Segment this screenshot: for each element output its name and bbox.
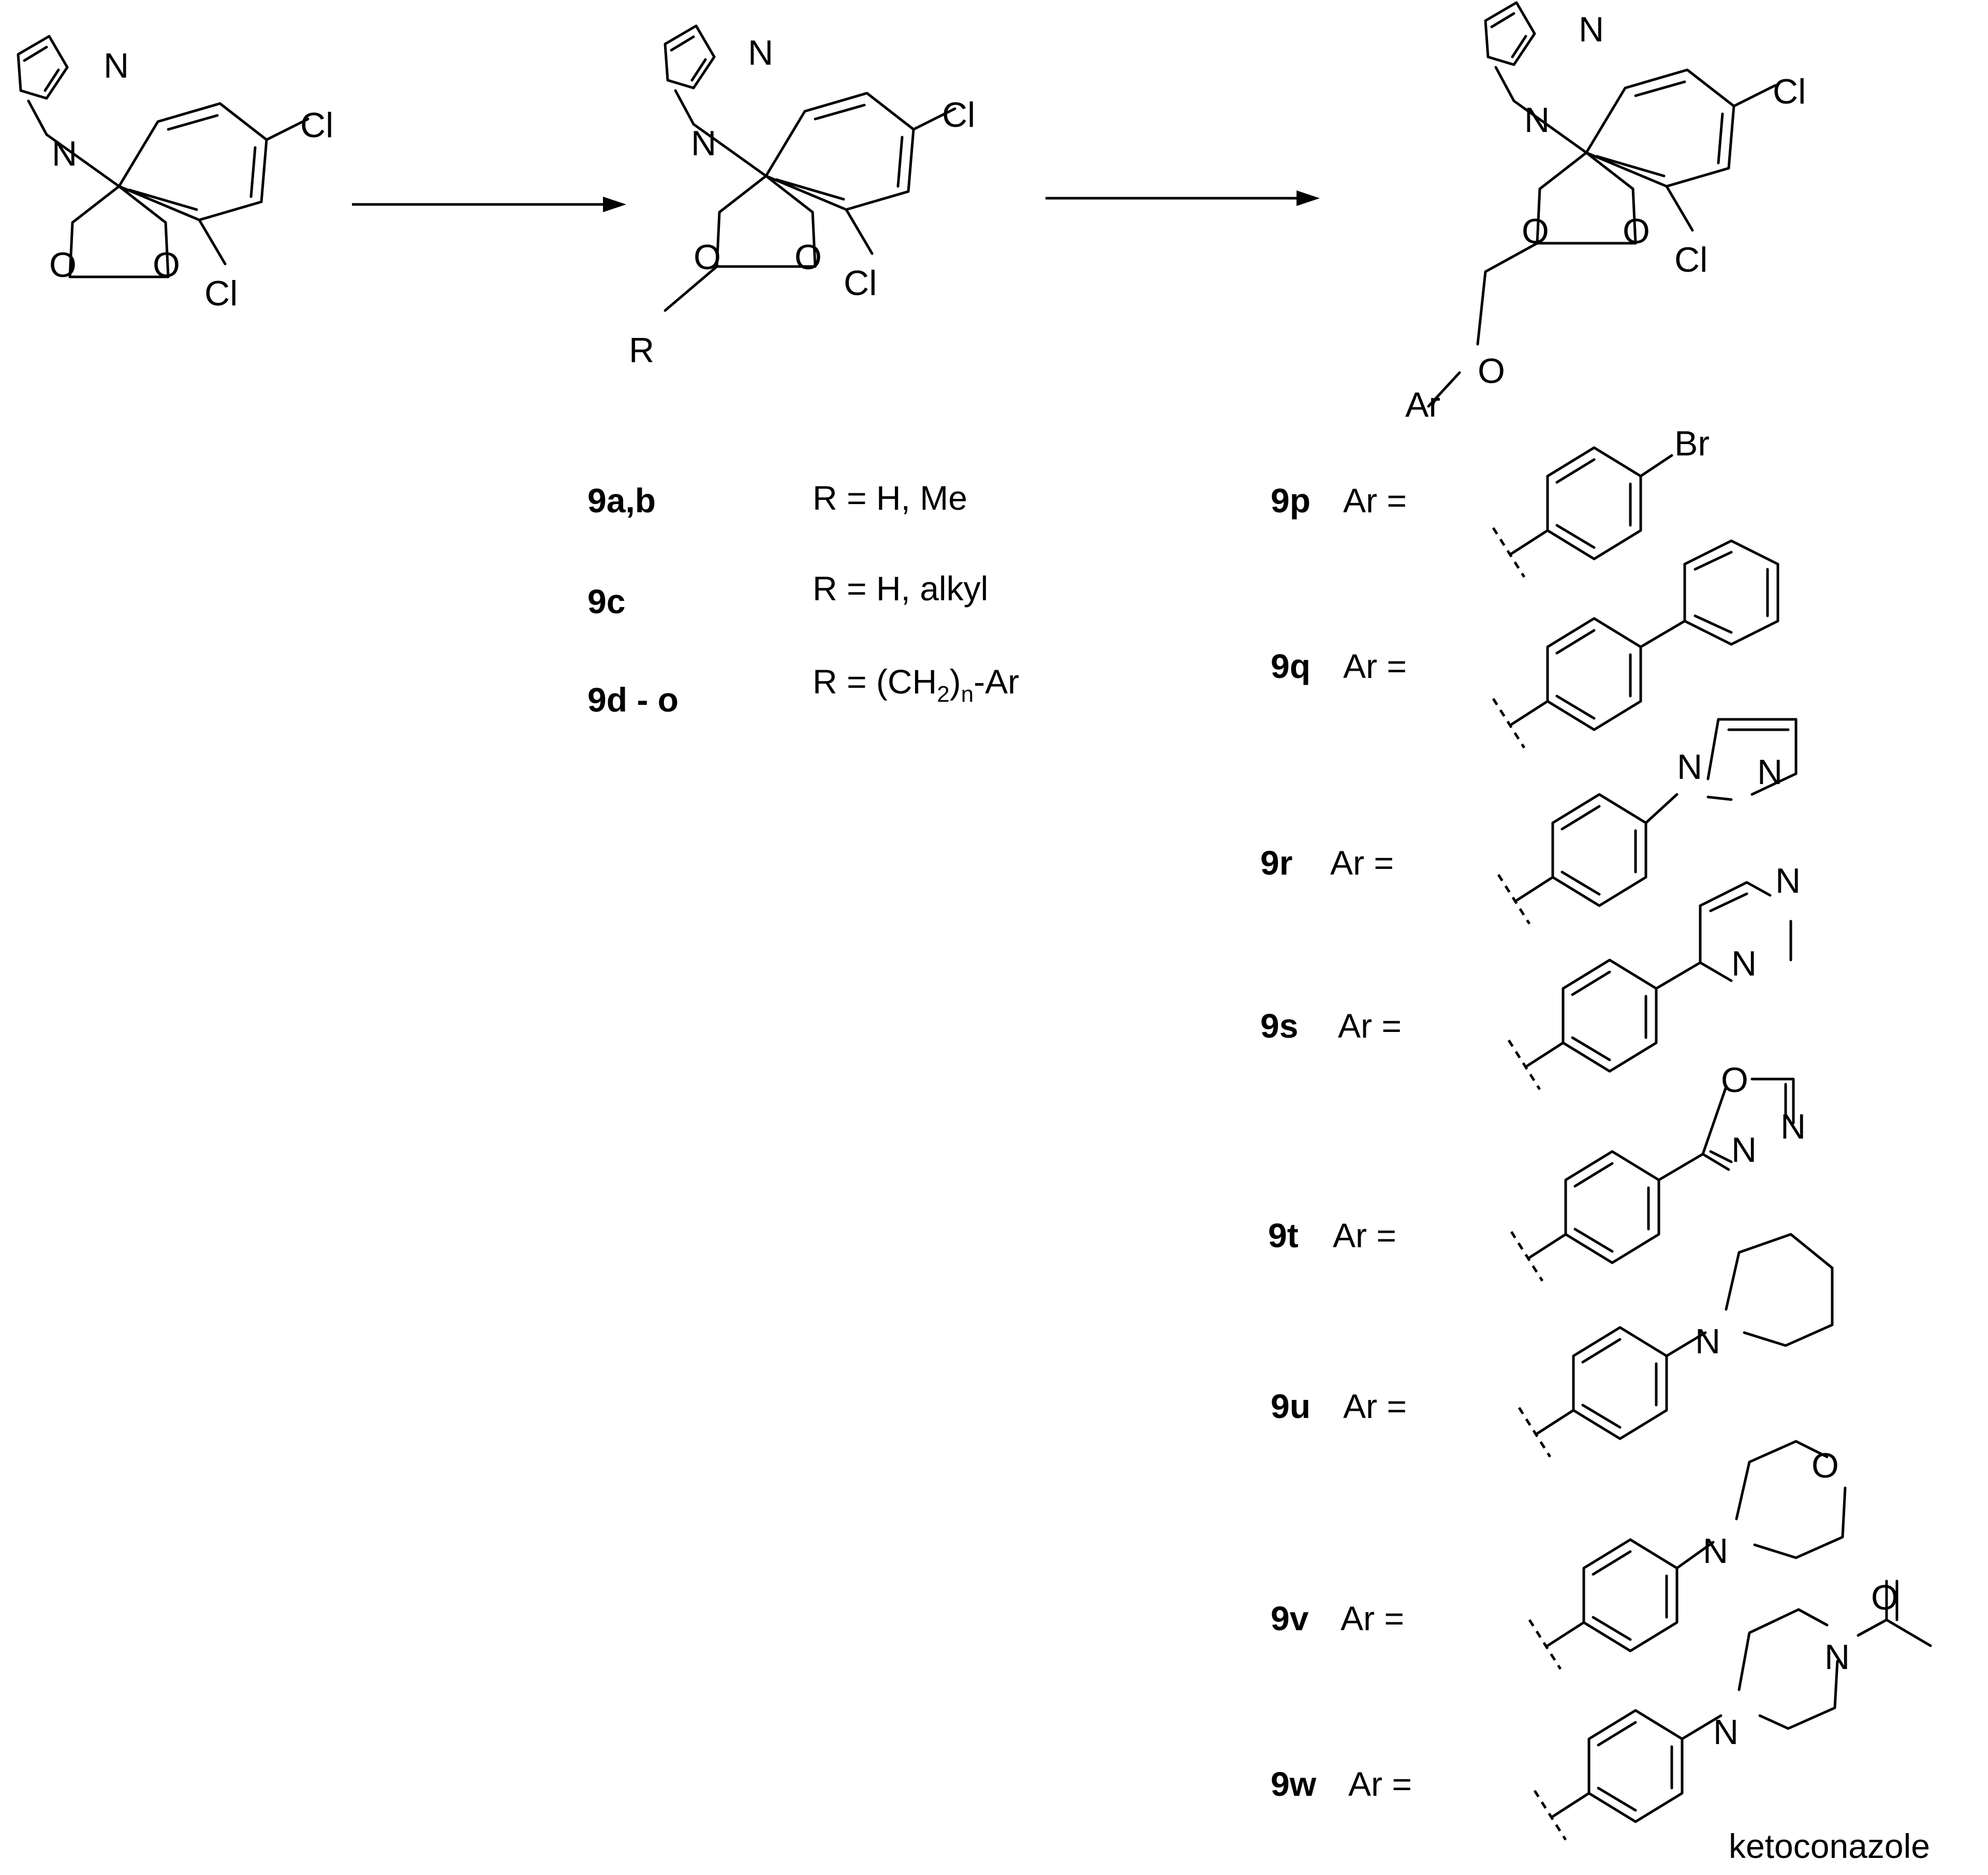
structure-9q (1493, 539, 1779, 748)
compound-desc-9do: R = (CH2)n-Ar (813, 662, 1019, 707)
ketoconazole-label: ketoconazole (1729, 1827, 1930, 1865)
sm-atom-O2: O (153, 245, 180, 285)
variant-id-9t: 9t (1268, 1216, 1299, 1254)
variant-ar-label-9v: Ar = (1341, 1599, 1404, 1637)
variant-ar-label-9q: Ar = (1343, 647, 1407, 685)
compound-desc-9c: R = H, alkyl (813, 569, 988, 608)
variant-id-9v: 9v (1271, 1599, 1309, 1637)
reaction-arrow-2 (1045, 190, 1320, 206)
prod-atom-N1: N (1524, 100, 1550, 140)
9r-atom-N3: N (1757, 752, 1783, 792)
int-atom-Cl-para: Cl (942, 95, 975, 135)
9t-atom-O: O (1721, 1060, 1748, 1100)
9v-atom-N: N (1703, 1531, 1728, 1571)
9t-atom-N4: N (1731, 1130, 1757, 1170)
sm-atom-N3: N (104, 46, 129, 85)
variant-ar-label-9r: Ar = (1330, 844, 1394, 882)
int-atom-O2: O (794, 238, 822, 277)
intermediate-9a-o (664, 26, 955, 312)
prod-atom-Cl-ortho: Cl (1674, 240, 1707, 279)
variant-id-9p: 9p (1271, 481, 1310, 520)
structure-9s (1509, 881, 1792, 1089)
9s-atom-N3: N (1731, 944, 1757, 983)
variant-id-9r: 9r (1260, 844, 1292, 882)
9r-atom-N1: N (1677, 747, 1702, 787)
variant-id-9w: 9w (1271, 1765, 1317, 1803)
prod-atom-N3: N (1579, 10, 1604, 49)
int-atom-N1: N (691, 124, 716, 163)
9p-atom-Br: Br (1674, 424, 1710, 463)
variant-ar-label-9w: Ar = (1348, 1765, 1412, 1803)
variant-ar-label-9t: Ar = (1333, 1216, 1396, 1254)
9w-atom-N4: N (1824, 1637, 1850, 1677)
reaction-arrow-1 (352, 197, 626, 212)
variant-ar-label-9u: Ar = (1343, 1387, 1407, 1425)
prod-atom-O-ether: O (1478, 351, 1505, 391)
variant-id-9u: 9u (1271, 1387, 1310, 1425)
structure-9v (1529, 1440, 1847, 1669)
compound-id-9do: 9d - o (587, 681, 679, 719)
variant-ar-label-9p: Ar = (1343, 481, 1407, 520)
int-atom-Cl-ortho: Cl (844, 263, 877, 303)
9t-atom-N3: N (1780, 1107, 1806, 1146)
sm-atom-Cl-para: Cl (300, 106, 333, 145)
9v-atom-O: O (1812, 1446, 1839, 1485)
variant-id-9q: 9q (1271, 647, 1310, 685)
structure-9r (1498, 718, 1798, 924)
prod-atom-O1: O (1522, 212, 1549, 251)
sm-atom-N1: N (52, 134, 77, 173)
structure-9t (1511, 1077, 1795, 1281)
9u-atom-N: N (1695, 1322, 1720, 1361)
variant-ar-label-9s: Ar = (1338, 1007, 1402, 1045)
prod-atom-Cl-para: Cl (1773, 72, 1806, 111)
9w-atom-N1: N (1713, 1712, 1739, 1752)
prod-atom-Ar: Ar (1405, 385, 1440, 424)
int-atom-N3: N (748, 33, 773, 72)
product-9p-w (1427, 3, 1775, 408)
starting-material (18, 36, 308, 277)
structure-9u (1519, 1233, 1834, 1457)
9s-atom-N1: N (1775, 861, 1801, 900)
sm-atom-O1: O (49, 245, 77, 285)
structure-9w (1535, 1579, 1932, 1840)
int-atom-O1: O (694, 238, 721, 277)
structure-9p (1493, 448, 1673, 577)
sm-atom-Cl-ortho: Cl (204, 274, 238, 313)
compound-desc-9ab: R = H, Me (813, 479, 967, 517)
9w-atom-O: O (1871, 1578, 1898, 1617)
compound-id-9c: 9c (587, 582, 625, 621)
prod-atom-O2: O (1623, 212, 1650, 251)
compound-id-9ab: 9a,b (587, 481, 656, 520)
variant-id-9s: 9s (1260, 1007, 1298, 1045)
int-atom-R: R (629, 331, 654, 370)
